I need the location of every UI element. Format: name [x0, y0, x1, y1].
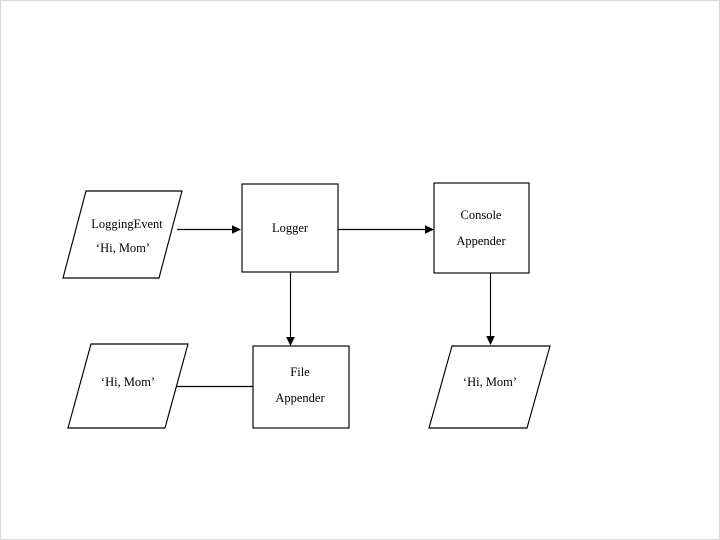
edge-event-to-logger: [177, 225, 241, 234]
edge-console-to-output-arrowhead: [486, 336, 495, 345]
logging-event-parallelogram[interactable]: [62, 190, 183, 279]
file-appender-label-line1: File: [290, 365, 310, 379]
file-output-parallelogram[interactable]: [67, 343, 189, 429]
console-output-parallelogram[interactable]: [428, 345, 551, 429]
logging-event-label-line2: ‘Hi, Mom’: [96, 241, 150, 255]
file-output-label: ‘Hi, Mom’: [101, 375, 155, 389]
node-file-output[interactable]: ‘Hi, Mom’: [67, 343, 189, 429]
logger-label-line1: Logger: [272, 221, 309, 235]
node-logger[interactable]: Logger: [241, 183, 339, 273]
console-appender-label-line1: Console: [461, 208, 502, 222]
edge-logger-to-file: [286, 272, 295, 346]
edge-console-to-output: [486, 273, 495, 345]
node-console-output[interactable]: ‘Hi, Mom’: [428, 345, 551, 429]
logging-event-label-line1: LoggingEvent: [91, 217, 163, 231]
node-console-appender[interactable]: Console Appender: [433, 182, 530, 274]
console-appender-box[interactable]: [433, 182, 530, 274]
edge-file-to-output: [167, 382, 253, 391]
console-output-label: ‘Hi, Mom’: [463, 375, 517, 389]
console-appender-label-line2: Appender: [456, 234, 506, 248]
logger-box[interactable]: [241, 183, 339, 273]
edge-event-to-logger-arrowhead: [232, 225, 241, 234]
edge-logger-to-console: [338, 225, 434, 234]
node-logging-event[interactable]: LoggingEvent ‘Hi, Mom’: [62, 190, 183, 279]
edge-logger-to-console-arrowhead: [425, 225, 434, 234]
edge-logger-to-file-arrowhead: [286, 337, 295, 346]
file-appender-box[interactable]: [252, 345, 350, 429]
file-appender-label-line2: Appender: [275, 391, 325, 405]
node-file-appender[interactable]: File Appender: [252, 345, 350, 429]
